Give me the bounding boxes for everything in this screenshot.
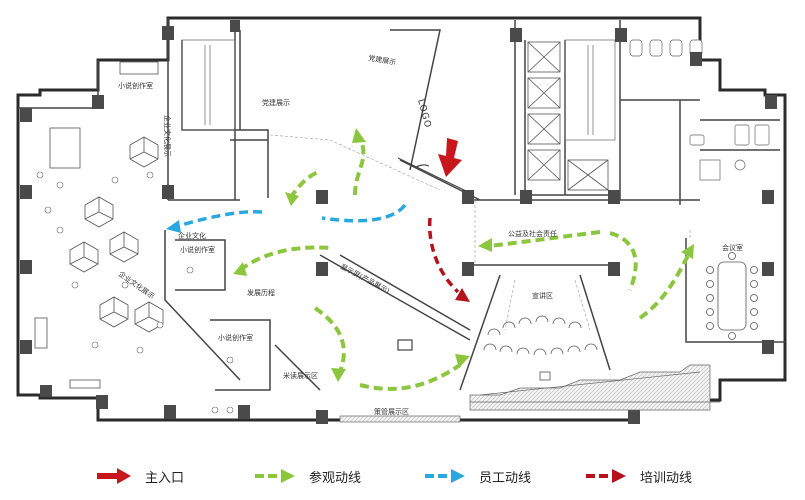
stairs <box>181 39 616 141</box>
visitor-arrow-1 <box>352 128 366 143</box>
staff-route-arrowheads <box>166 220 181 233</box>
visitor-arrow-6 <box>478 238 492 252</box>
stepped-platform <box>469 364 720 411</box>
visitor-arrow-7 <box>681 244 694 259</box>
label-planning-display: 策管展示区 <box>374 407 409 416</box>
legend-training-route: 培训动线 <box>586 466 692 486</box>
label-novel-studio-top: 小说创作室 <box>118 81 153 90</box>
training-routes <box>427 217 460 294</box>
outer-walls <box>16 16 787 422</box>
visitor-arrow-2 <box>285 192 299 206</box>
label-logo: LOGO <box>415 98 432 129</box>
label-product-display: 显示屏(产品展示) <box>339 262 392 296</box>
restrooms <box>629 39 770 181</box>
red-arrow-icon <box>97 468 131 484</box>
elevators <box>527 41 609 191</box>
meeting-table <box>706 252 758 340</box>
dashed-guides <box>269 134 691 331</box>
blue-dashed-arrow-icon <box>425 469 465 483</box>
visitor-routes <box>238 137 692 391</box>
legend: 主入口 参观动线 员工动线 培训动线 <box>0 452 805 500</box>
planning-display-strip <box>339 415 461 423</box>
label-corporate-culture: 企业文化 <box>178 231 206 240</box>
lecture-seating <box>483 315 598 381</box>
floor-plan: 党建展示 党建展示 LOGO 小说创作室 企业文化展示 企业文化展示 企业文化 … <box>16 16 787 424</box>
legend-training-route-label: 培训动线 <box>640 470 693 486</box>
staff-routes <box>177 203 407 228</box>
label-lecture-area: 宣讲区 <box>532 291 553 300</box>
legend-staff-route-label: 员工动线 <box>479 470 532 486</box>
label-party-exhibit-left: 党建展示 <box>262 98 290 107</box>
green-dashed-arrow-icon <box>255 469 295 483</box>
label-novel-studio-low: 小说创作室 <box>218 333 253 342</box>
chairs <box>36 171 234 414</box>
entrance-door <box>397 157 469 193</box>
columns <box>20 20 777 424</box>
visitor-arrow-5 <box>455 354 470 368</box>
legend-staff-route: 员工动线 <box>425 466 531 486</box>
label-corporate-culture-vertical: 企业文化展示 <box>163 115 172 157</box>
legend-visitor-route: 参观动线 <box>255 466 361 486</box>
red-dashed-arrow-icon <box>586 469 626 483</box>
training-arrow-1 <box>455 288 470 302</box>
label-party-exhibit-top: 党建展示 <box>368 53 397 67</box>
staff-arrow-1 <box>166 220 181 233</box>
label-novel-studio-mid: 小说创作室 <box>180 245 215 254</box>
legend-main-entrance-label: 主入口 <box>145 470 185 486</box>
visitor-route-arrowheads <box>233 128 694 382</box>
label-meeting-room: 会议室 <box>722 243 743 252</box>
visitor-arrow-3 <box>233 262 247 276</box>
legend-visitor-route-label: 参观动线 <box>309 470 362 486</box>
training-route-arrowheads <box>455 288 470 302</box>
label-reading-display-1: 米读展示区 <box>283 371 318 380</box>
legend-main-entrance: 主入口 <box>97 466 184 486</box>
visitor-arrow-4 <box>331 368 346 382</box>
label-public-welfare: 公益及社会责任 <box>508 229 557 238</box>
workstations <box>34 61 164 389</box>
main-entrance-arrow <box>438 138 462 177</box>
display-screen <box>397 339 413 351</box>
label-development-history: 发展历程 <box>247 288 275 297</box>
